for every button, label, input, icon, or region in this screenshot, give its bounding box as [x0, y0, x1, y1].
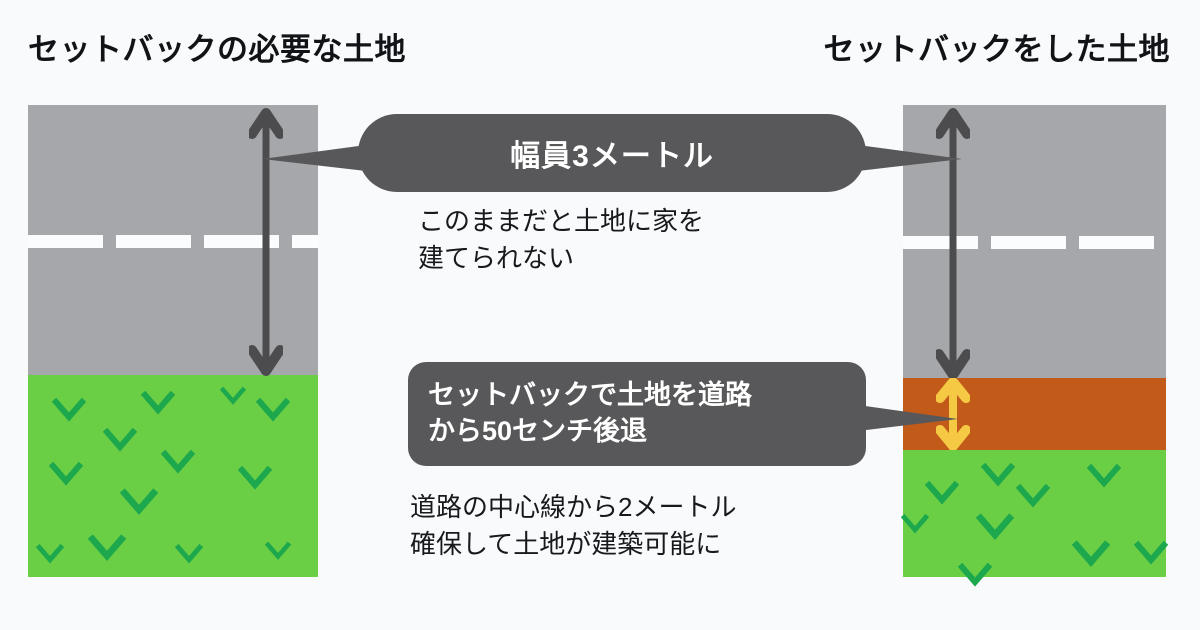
grass-tuft-icon	[161, 449, 195, 475]
grass-tuft-icon	[901, 512, 929, 536]
callout-setback-line2: から50センチ後退	[428, 416, 648, 446]
grass-tuft-icon	[256, 397, 290, 423]
grass-tuft-icon	[141, 390, 175, 416]
note-buildable-line2: 確保して土地が建築可能に	[410, 528, 722, 559]
callout-setback-line1: セットバックで土地を道路	[428, 380, 752, 411]
grass-tuft-icon	[1087, 463, 1121, 489]
grass-tuft-icon	[220, 385, 246, 407]
grass-tuft-icon	[103, 427, 137, 453]
road-centerline-left	[28, 235, 318, 248]
grass-tuft-icon	[981, 462, 1015, 488]
grass-tuft-icon	[958, 562, 992, 588]
grass-tuft-icon	[265, 540, 291, 562]
road-centerline-right	[903, 236, 1166, 249]
callout-width-tail-left	[262, 138, 366, 174]
callout-road-width-label: 幅員3メートル	[510, 140, 714, 173]
grass-tuft-icon	[925, 480, 959, 506]
note-cannot-build-line1: このままだと土地に家を	[418, 206, 705, 236]
panel-before-setback	[28, 105, 318, 577]
land-plot-right	[901, 450, 1168, 587]
grass-tuft-icon	[36, 542, 64, 566]
grass-tuft-icon	[1072, 538, 1110, 570]
grass-tuft-icon	[120, 487, 158, 517]
panel-after-setback	[901, 105, 1168, 587]
road-surface-left	[28, 105, 318, 375]
note-cannot-build: このままだと土地に家を 建てられない	[418, 203, 704, 277]
page-title-right: セットバックをした土地	[823, 32, 1170, 67]
callout-width-tail-right	[858, 138, 962, 174]
road-width-arrow-left	[249, 108, 283, 376]
road-surface-right	[903, 105, 1166, 378]
road-width-arrow-right	[936, 108, 970, 380]
grass-tuft-icon	[976, 512, 1014, 542]
setback-depth-arrow	[936, 378, 970, 450]
land-plot-left	[28, 375, 318, 577]
grass-tuft-icon	[49, 461, 83, 487]
note-buildable: 道路の中心線から2メートル 確保して土地が建築可能に	[410, 489, 736, 563]
grass-tuft-icon	[88, 532, 126, 564]
callout-road-width: 幅員3メートル	[358, 114, 866, 192]
note-cannot-build-line2: 建てられない	[418, 242, 575, 273]
callout-setback: セットバックで土地を道路 から50センチ後退	[408, 362, 866, 466]
page-title-left: セットバックの必要な土地	[28, 32, 406, 67]
grass-tuft-icon	[52, 397, 86, 423]
grass-tuft-icon	[1134, 540, 1168, 566]
grass-tuft-icon	[175, 542, 203, 566]
note-buildable-line1: 道路の中心線から2メートル	[410, 492, 737, 522]
grass-tuft-icon	[238, 465, 272, 491]
callout-setback-tail	[858, 398, 958, 434]
grass-tuft-icon	[1016, 483, 1050, 509]
